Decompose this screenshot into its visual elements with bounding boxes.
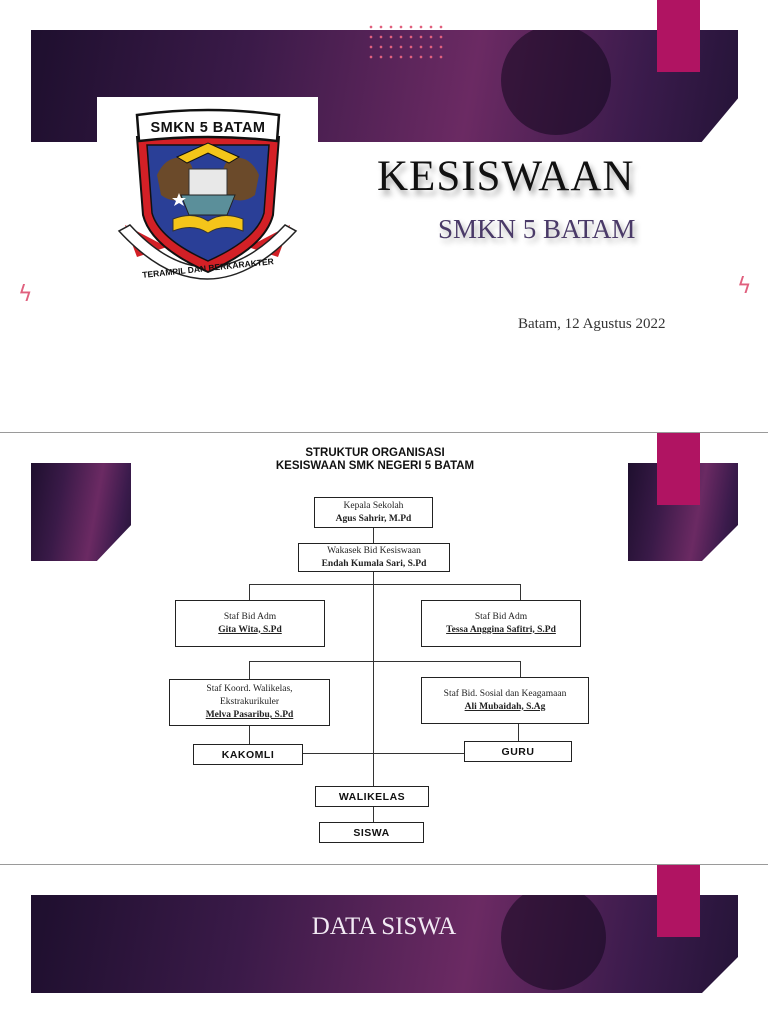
connector-line: [249, 584, 520, 585]
connector-line: [303, 753, 465, 754]
connector-line: [249, 661, 520, 662]
decor-dots: [366, 22, 448, 60]
node-role: Staf Koord. Walikelas,: [206, 684, 293, 695]
logo-box: SMKN 5 BATAM TERAMPIL DAN BERKARAKTER: [97, 97, 318, 307]
node-role: Staf Bid Adm: [474, 611, 528, 622]
node-walikelas: WALIKELAS: [315, 786, 429, 807]
connector-line: [520, 584, 521, 600]
section-band: [31, 895, 738, 993]
node-name: Tessa Anggina Safitri, S.Pd: [446, 624, 556, 635]
band-notch: [700, 955, 740, 995]
node-role: Kepala Sekolah: [343, 500, 404, 511]
connector-line: [373, 527, 374, 543]
school-emblem: [117, 108, 298, 280]
slide-divider: [0, 864, 768, 865]
node-staf-adm-left: Staf Bid Adm Gita Wita, S.Pd: [175, 600, 325, 647]
org-title-line1: STRUKTUR ORGANISASI: [305, 447, 445, 459]
band-notch: [700, 96, 740, 144]
band-notch: [700, 523, 740, 563]
node-role: Staf Bid. Sosial dan Keagamaan: [443, 688, 567, 699]
emblem-top-text: SMKN 5 BATAM: [150, 120, 266, 136]
connector-line: [249, 584, 250, 600]
decor-circle: [501, 30, 611, 135]
decor-circle: [501, 895, 606, 990]
node-role: Wakasek Bid Kesiswaan: [327, 545, 421, 556]
connector-line: [249, 725, 250, 744]
node-siswa: SISWA: [319, 822, 424, 843]
band-notch: [95, 523, 133, 563]
org-title-line2: KESISWAAN SMK NEGERI 5 BATAM: [275, 460, 475, 472]
page-title: KESISWAAN: [377, 153, 635, 200]
page-subtitle: SMKN 5 BATAM: [438, 214, 636, 244]
node-name: Melva Pasaribu, S.Pd: [205, 709, 294, 720]
accent-tab: [657, 433, 700, 505]
slide-data-siswa: [0, 865, 768, 1024]
lightning-icon: ϟ: [737, 274, 752, 299]
section-title: DATA SISWA: [311, 913, 457, 940]
connector-line: [373, 806, 374, 823]
date-text: Batam, 12 Agustus 2022: [518, 316, 666, 332]
node-kepala-sekolah: Kepala Sekolah Agus Sahrir, M.Pd: [314, 497, 433, 528]
node-koord-walikelas: Staf Koord. Walikelas, Ekstrakurikuler M…: [169, 679, 330, 726]
accent-tab: [657, 865, 700, 937]
slide-title: SMKN 5 BATAM TERAMPIL DAN BERKARAKTER KE…: [0, 0, 768, 432]
connector-line: [373, 571, 374, 787]
node-guru: GURU: [464, 741, 572, 762]
node-name: Agus Sahrir, M.Pd: [335, 513, 412, 524]
lightning-icon: ϟ: [18, 282, 33, 307]
node-role: Staf Bid Adm: [223, 611, 277, 622]
node-staf-adm-right: Staf Bid Adm Tessa Anggina Safitri, S.Pd: [421, 600, 581, 647]
node-name: Endah Kumala Sari, S.Pd: [321, 558, 427, 569]
node-role: Ekstrakurikuler: [219, 697, 280, 708]
connector-line: [520, 661, 521, 679]
connector-line: [249, 661, 250, 679]
connector-line: [518, 723, 519, 742]
slide-divider: [0, 432, 768, 433]
slide-org-chart: STRUKTUR ORGANISASI KESISWAAN SMK NEGERI…: [0, 433, 768, 864]
accent-tab: [657, 0, 700, 72]
org-chart: STRUKTUR ORGANISASI KESISWAAN SMK NEGERI…: [0, 433, 768, 864]
node-kakomli: KAKOMLI: [193, 744, 303, 765]
node-sosial-keagamaan: Staf Bid. Sosial dan Keagamaan Ali Mubai…: [421, 677, 589, 724]
node-name: Ali Mubaidah, S.Ag: [464, 701, 546, 712]
node-wakasek: Wakasek Bid Kesiswaan Endah Kumala Sari,…: [298, 543, 450, 572]
node-name: Gita Wita, S.Pd: [218, 624, 282, 635]
